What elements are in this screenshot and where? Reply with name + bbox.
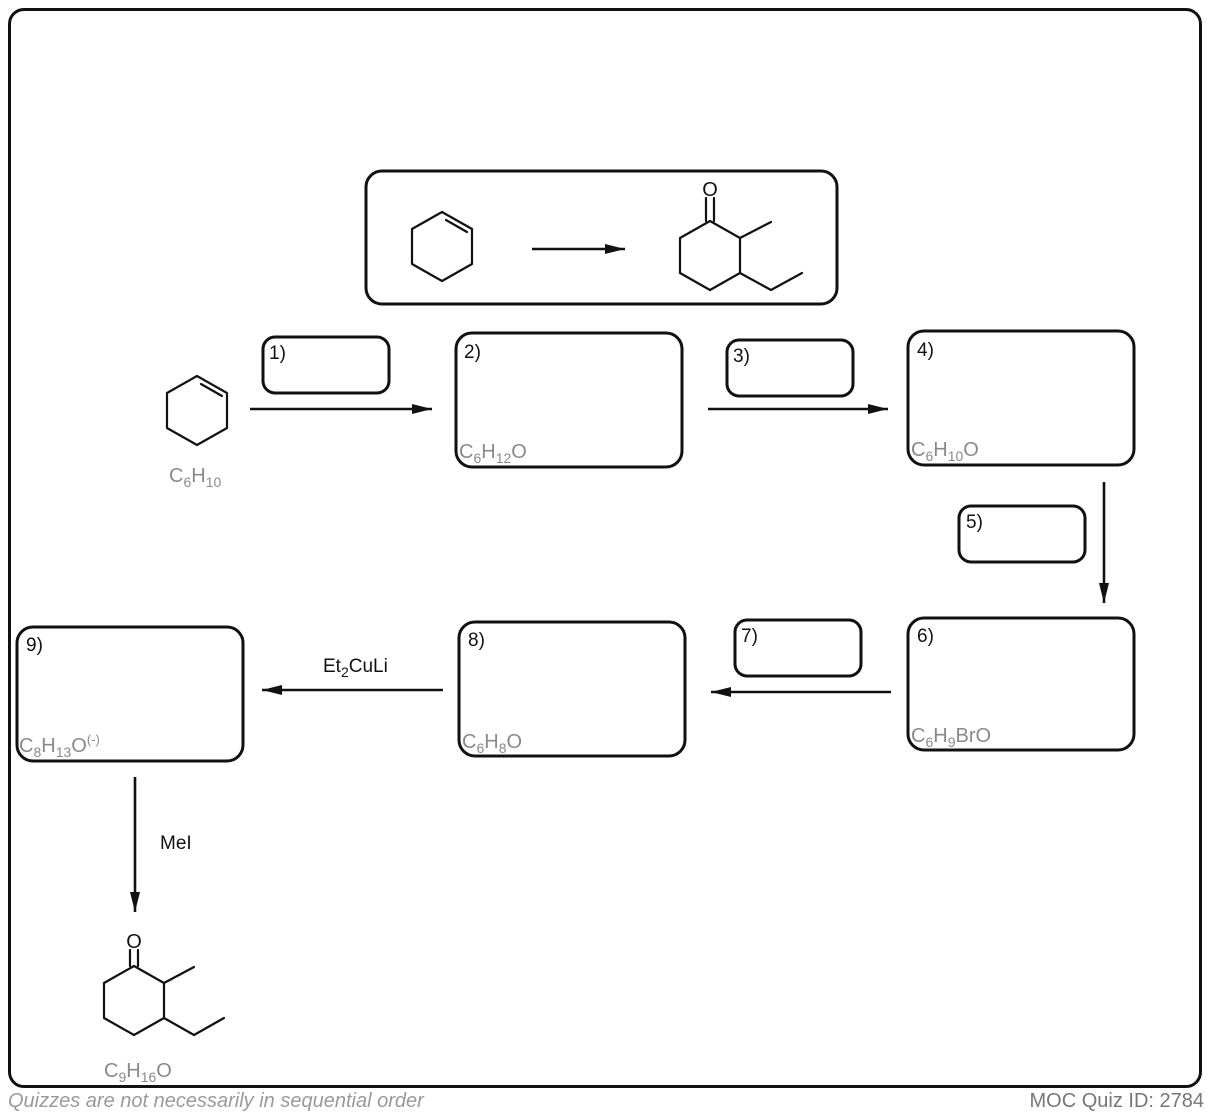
starting-formula: C6H10: [169, 465, 221, 490]
footer-note: Quizzes are not necessarily in sequentia…: [8, 1090, 424, 1112]
starting-cyclohexene: [165, 374, 229, 447]
slot-6-formula: C6H9BrO: [911, 725, 991, 750]
reagent-slot-1[interactable]: [261, 335, 391, 395]
product-slot-6[interactable]: [906, 616, 1136, 752]
overview-target-ketone: O: [678, 179, 804, 292]
reagent-slot-5[interactable]: [957, 504, 1087, 564]
final-formula: C9H16O: [104, 1060, 172, 1085]
slot-8-formula: C6H8O: [462, 731, 522, 756]
slot-2-label: 2): [464, 342, 481, 363]
overview-cyclohexene: [410, 210, 474, 283]
reagent-slot-3[interactable]: [725, 338, 855, 398]
slot-7-label: 7): [741, 626, 758, 647]
product-slot-2[interactable]: [454, 331, 684, 469]
slot-6-label: 6): [917, 626, 934, 647]
slot-9-formula: C8H13O(-): [19, 732, 100, 760]
product-slot-9[interactable]: [15, 625, 245, 763]
slot-4-label: 4): [917, 340, 934, 361]
quiz-frame: [8, 8, 1202, 1088]
slot-3-label: 3): [733, 346, 750, 367]
slot-8-label: 8): [468, 630, 485, 651]
slot-1-label: 1): [269, 343, 286, 364]
product-slot-4[interactable]: [906, 329, 1136, 467]
slot-5-label: 5): [966, 512, 983, 533]
slot-4-formula: C6H10O: [911, 439, 979, 464]
slot-2-formula: C6H12O: [459, 441, 527, 466]
overview-panel: O: [364, 169, 839, 306]
reagent-cuprate: Et2CuLi: [323, 656, 388, 680]
reagent-methyl-iodide: MeI: [160, 833, 192, 854]
reagent-slot-7[interactable]: [733, 618, 863, 678]
slot-9-label: 9): [26, 635, 43, 656]
final-oxygen-label: O: [126, 931, 142, 953]
overview-oxygen-label: O: [702, 179, 718, 201]
footer-quiz-id: MOC Quiz ID: 2784: [1029, 1090, 1204, 1112]
overview-box: [364, 169, 839, 306]
product-slot-8[interactable]: [457, 620, 687, 758]
final-product-ketone: O: [102, 931, 226, 1037]
